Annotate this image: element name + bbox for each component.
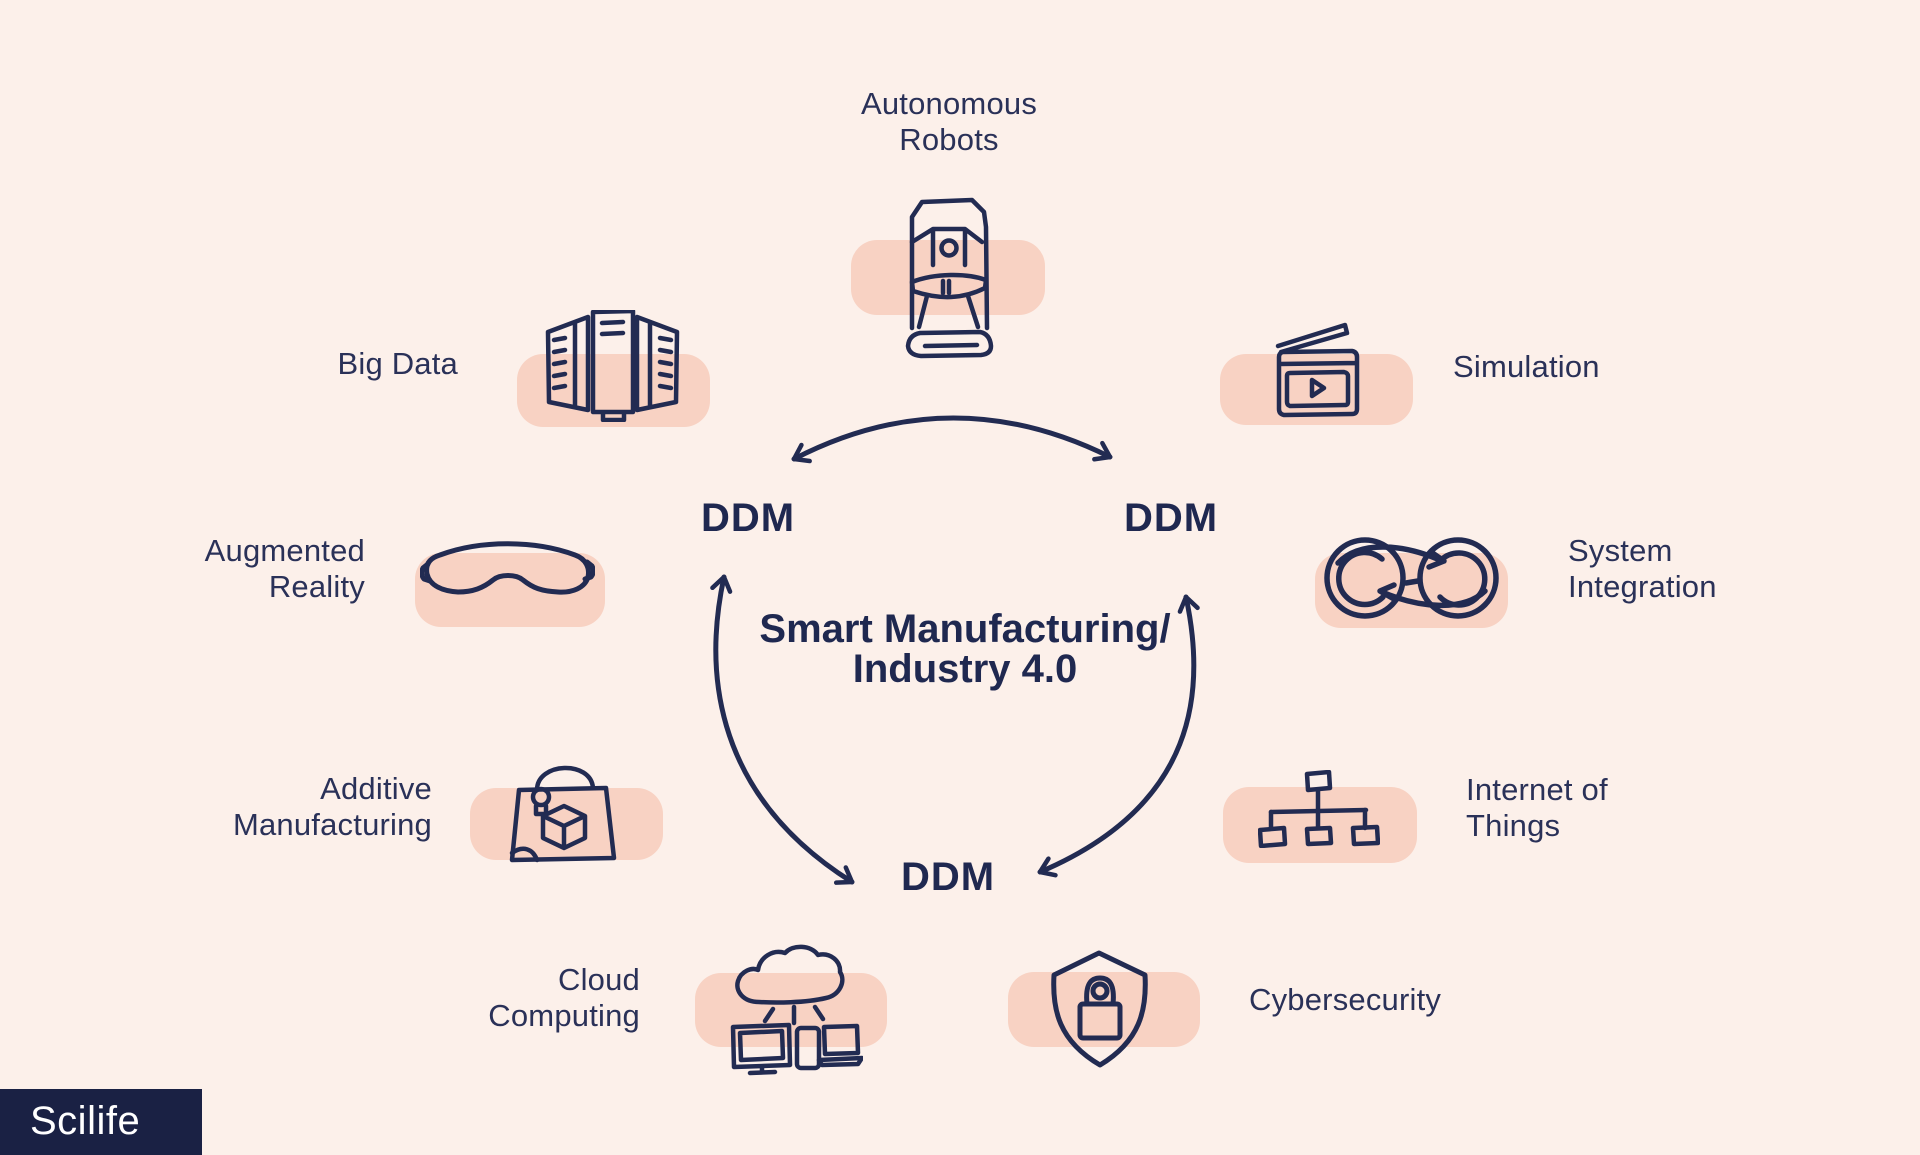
icon-highlight-pill xyxy=(851,240,1045,315)
scilife-logo: Scilife xyxy=(0,1089,202,1155)
diagram-title: Smart Manufacturing/ Industry 4.0 xyxy=(645,609,1285,689)
item-label: Simulation xyxy=(1453,349,1600,384)
network-hierarchy-icon xyxy=(1258,770,1380,848)
server-stack-icon xyxy=(545,310,680,422)
autonomous-robot-icon xyxy=(905,197,994,359)
arrow-right-arc xyxy=(1037,594,1200,878)
cloud-devices-icon xyxy=(730,944,863,1076)
shield-lock-icon xyxy=(1051,950,1148,1068)
item-label: Cybersecurity xyxy=(1249,982,1442,1017)
arrow-left-arc xyxy=(710,574,855,885)
icon-highlight-pill xyxy=(1315,553,1508,628)
arrow-top-arc xyxy=(791,415,1113,464)
diagram-title-line2: Industry 4.0 xyxy=(852,647,1078,691)
ddm-node-right: DDM xyxy=(1123,496,1219,540)
diagram-title-line1: Smart Manufacturing/ xyxy=(759,607,1171,651)
clapperboard-icon xyxy=(1275,322,1360,418)
vr-goggles-icon xyxy=(420,541,595,595)
item-label: Big Data xyxy=(337,346,458,381)
ddm-node-left: DDM xyxy=(700,496,796,540)
ddm-node-bottom: DDM xyxy=(900,855,996,899)
bag-3d-cube-icon xyxy=(509,765,617,863)
sync-circles-icon xyxy=(1324,537,1499,619)
